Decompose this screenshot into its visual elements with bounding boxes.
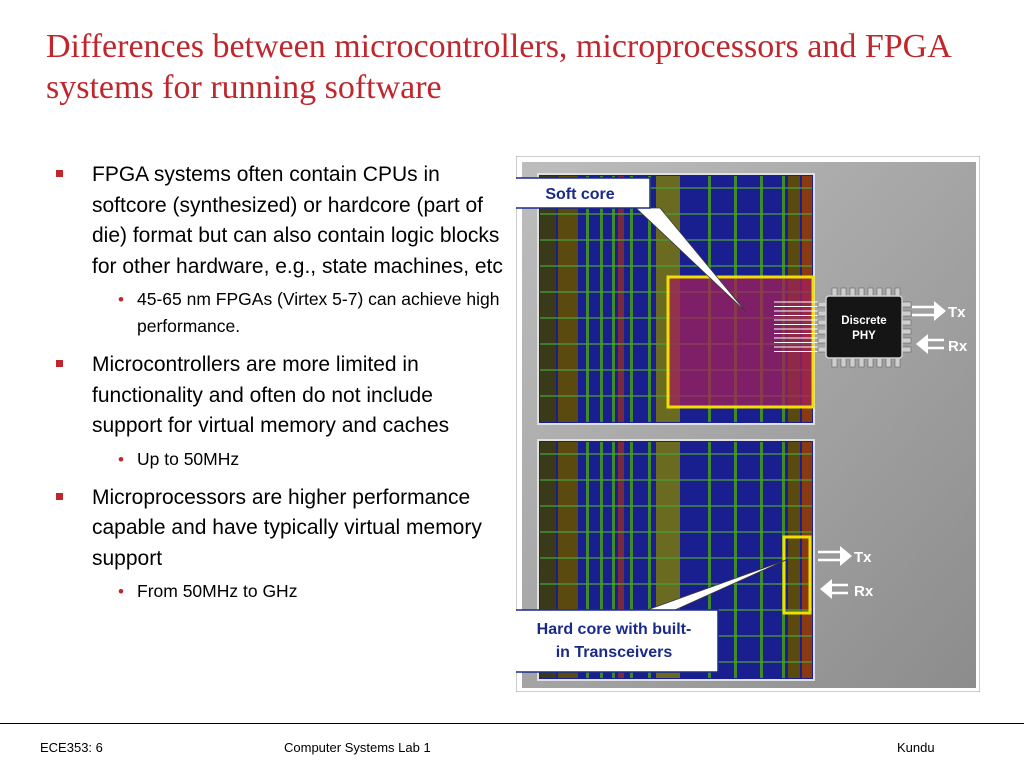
square-bullet-icon <box>56 360 63 367</box>
sub-bullet-text: Up to 50MHz <box>137 448 240 469</box>
sub-bullet-text: 45-65 nm FPGAs (Virtex 5-7) can achieve … <box>137 289 500 336</box>
dot-bullet-icon: • <box>118 582 124 601</box>
logic-column-stripe <box>630 176 633 422</box>
hard-core-highlight <box>782 535 812 615</box>
io-bank-column <box>558 176 578 422</box>
fpga-diagram: Discrete PHY Tx Rx Tx Rx Soft core Hard … <box>516 156 980 692</box>
square-bullet-icon <box>56 492 63 500</box>
bullet-item: Microcontrollers are more limited in fun… <box>54 350 504 442</box>
phy-pin <box>901 346 912 353</box>
tx-label: Tx <box>948 304 966 321</box>
transceiver-column <box>802 442 812 678</box>
logic-column-stripe <box>600 176 603 422</box>
logic-column-stripe <box>586 442 589 678</box>
hard-core-label-line1: Hard core with built- <box>537 621 692 638</box>
hard-core-callout <box>516 609 719 673</box>
sub-bullet-item: • From 50MHz to GHz <box>54 578 504 605</box>
logic-column-stripe <box>760 442 763 678</box>
dot-bullet-icon: • <box>118 449 124 469</box>
logic-column-stripe <box>612 176 615 422</box>
square-bullet-icon <box>56 170 63 177</box>
bullet-item: Microprocessors are higher performance c… <box>54 483 504 575</box>
logic-column-stripe <box>612 442 615 678</box>
logic-column-stripe <box>600 442 603 678</box>
soft-core-label: Soft core <box>545 186 614 203</box>
logic-column-stripe <box>648 176 651 422</box>
logic-column-stripe <box>630 442 633 678</box>
footer-author: Kundu <box>897 740 935 755</box>
bullet-text: Microprocessors are higher performance c… <box>92 485 482 570</box>
hard-core-label-line2: in Transceivers <box>556 644 673 661</box>
bullet-text: Microcontrollers are more limited in fun… <box>92 353 450 437</box>
dsp-column <box>618 442 624 678</box>
io-bank-column <box>540 176 556 422</box>
footer-course-title: Computer Systems Lab 1 <box>284 740 431 755</box>
phy-pin <box>831 357 838 368</box>
bullet-list: FPGA systems often contain CPUs in softc… <box>54 160 504 615</box>
tx-arrow-icon <box>912 301 946 321</box>
rx-label: Rx <box>854 583 874 600</box>
footer-divider <box>0 723 1024 724</box>
transceiver-column <box>788 442 800 678</box>
phy-pin <box>885 357 892 368</box>
dot-bullet-icon: • <box>118 290 124 309</box>
bullet-item: FPGA systems often contain CPUs in softc… <box>54 160 504 282</box>
rx-arrow-icon <box>916 334 944 354</box>
logic-column-stripe <box>586 176 589 422</box>
rx-arrow-icon <box>820 579 848 599</box>
sub-bullet-text: From 50MHz to GHz <box>137 581 298 601</box>
bullet-text: FPGA systems often contain CPUs in softc… <box>92 163 503 278</box>
phy-pin <box>901 310 912 317</box>
footer-slide-number: ECE353: 6 <box>40 740 103 755</box>
phy-pin <box>894 357 901 368</box>
phy-pin <box>867 357 874 368</box>
phy-pin <box>840 357 847 368</box>
phy-pin <box>876 357 883 368</box>
soft-core-callout <box>516 177 651 209</box>
sub-bullet-item: • Up to 50MHz <box>54 446 504 473</box>
phy-pin <box>901 337 912 344</box>
tx-arrow-icon <box>818 546 852 566</box>
dsp-column <box>618 176 624 422</box>
logic-column-stripe <box>734 442 737 678</box>
phy-label-line1: Discrete <box>841 315 886 327</box>
phy-pin <box>858 357 865 368</box>
phy-pin <box>901 328 912 335</box>
logic-column-stripe <box>708 442 711 678</box>
phy-label-line2: PHY <box>852 330 876 342</box>
discrete-phy-chip: Discrete PHY <box>817 287 912 368</box>
slide-title: Differences between microcontrollers, mi… <box>46 28 950 106</box>
phy-pin <box>849 357 856 368</box>
sub-bullet-item: • 45-65 nm FPGAs (Virtex 5-7) can achieve… <box>54 286 504 340</box>
phy-pin <box>901 319 912 326</box>
logic-column-stripe <box>648 442 651 678</box>
phy-pin <box>901 301 912 308</box>
rx-label: Rx <box>948 338 968 355</box>
tx-label: Tx <box>854 549 872 566</box>
